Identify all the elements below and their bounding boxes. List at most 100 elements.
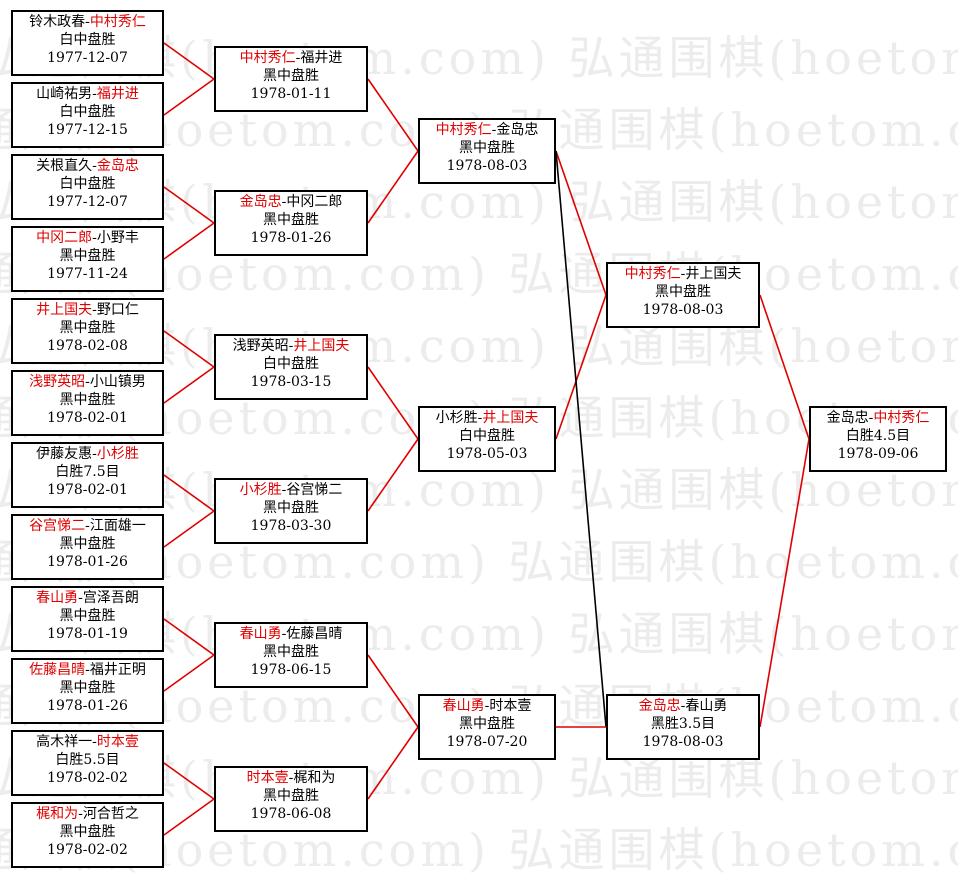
- match-players: 中村秀仁-金岛忠: [435, 122, 539, 138]
- match-result: 白胜7.5目: [55, 464, 120, 480]
- bracket-connector: [163, 762, 215, 800]
- player-name: 宫泽吾朗: [82, 590, 139, 606]
- bracket-connector: [163, 186, 215, 224]
- player-name: 梶和为: [36, 806, 79, 822]
- match-date: 1978-01-26: [47, 698, 128, 714]
- player-name: 佐藤昌晴: [29, 662, 86, 678]
- match-date: 1977-12-07: [47, 50, 128, 66]
- match-result: 黑中盘胜: [263, 788, 319, 804]
- player-name: 时本壹: [96, 734, 139, 750]
- match-date: 1978-07-20: [446, 734, 528, 750]
- match-date: 1978-09-06: [837, 446, 919, 462]
- bracket-connector: [367, 438, 419, 512]
- match-result: 白中盘胜: [59, 176, 116, 192]
- match-players: 梶和为-河合哲之: [36, 806, 139, 822]
- match-players: 伊藤友惠-小杉胜: [36, 446, 139, 462]
- player-name: 时本壹: [489, 698, 532, 714]
- match-date: 1978-03-30: [250, 518, 332, 534]
- player-name: 井上国夫: [685, 266, 742, 282]
- bracket-connector: [163, 474, 215, 512]
- match-result: 黑胜3.5目: [650, 716, 716, 732]
- player-name: 中村秀仁: [239, 50, 296, 66]
- match-date: 1978-05-03: [446, 446, 528, 462]
- bracket-connector: [163, 222, 215, 260]
- player-name: 中村秀仁: [873, 410, 930, 426]
- bracket-connector: [163, 654, 215, 692]
- player-name: 金岛忠: [638, 698, 681, 714]
- match-result: 黑中盘胜: [459, 716, 515, 732]
- match-date: 1978-01-26: [250, 230, 332, 246]
- player-name: 谷宫悌二: [286, 482, 343, 498]
- player-name: 浅野英昭: [232, 338, 289, 354]
- player-name: 时本壹: [246, 770, 289, 786]
- player-name: 小杉胜: [435, 410, 478, 426]
- match-players: 金岛忠-春山勇: [638, 698, 728, 714]
- match-box: 春山勇-时本壹黑中盘胜 1978-07-20: [418, 694, 556, 760]
- match-date: 1978-06-15: [250, 662, 332, 678]
- player-name: 小野丰: [96, 230, 139, 246]
- bracket-connector: [555, 294, 607, 440]
- match-players: 春山勇-宫泽吾朗: [36, 590, 139, 606]
- match-players: 时本壹-梶和为: [246, 770, 336, 786]
- match-players: 金岛忠-中村秀仁: [826, 410, 930, 426]
- match-players: 谷宫悌二-江面雄一: [29, 518, 146, 534]
- player-name: 野口仁: [96, 302, 139, 318]
- player-name: 谷宫悌二: [29, 518, 86, 534]
- match-box: 山崎祐男-福井进白中盘胜 1977-12-15: [11, 82, 164, 148]
- match-result: 黑中盘胜: [655, 284, 711, 300]
- bracket-connector: [367, 366, 419, 440]
- match-date: 1978-02-01: [47, 482, 128, 498]
- bracket-connector: [163, 510, 215, 548]
- player-name: 春山勇: [442, 698, 485, 714]
- bracket-connector: [367, 78, 419, 152]
- match-players: 小杉胜-谷宫悌二: [239, 482, 343, 498]
- player-name: 金岛忠: [239, 194, 282, 210]
- player-name: 江面雄一: [89, 518, 146, 534]
- match-date: 1977-11-24: [47, 266, 128, 282]
- match-players: 山崎祐男-福井进: [36, 86, 139, 102]
- match-players: 春山勇-佐藤昌晴: [239, 626, 343, 642]
- player-name: 井上国夫: [482, 410, 539, 426]
- bracket-connector: [367, 150, 419, 224]
- match-date: 1978-08-03: [642, 302, 724, 318]
- match-result: 黑中盘胜: [59, 608, 116, 624]
- match-date: 1978-03-15: [250, 374, 332, 390]
- player-name: 福井正明: [89, 662, 146, 678]
- player-name: 中冈二郎: [36, 230, 93, 246]
- player-name: 春山勇: [685, 698, 728, 714]
- match-date: 1978-02-01: [47, 410, 128, 426]
- match-players: 中村秀仁-井上国夫: [624, 266, 742, 282]
- match-date: 1978-02-08: [47, 338, 128, 354]
- player-name: 关根直久: [36, 158, 93, 174]
- player-name: 春山勇: [239, 626, 282, 642]
- player-name: 中冈二郎: [286, 194, 343, 210]
- bracket-connector: [163, 78, 215, 116]
- match-box: 时本壹-梶和为黑中盘胜 1978-06-08: [214, 766, 368, 832]
- bracket-connector: [555, 150, 607, 296]
- match-date: 1977-12-15: [47, 122, 128, 138]
- player-name: 福井进: [96, 86, 139, 102]
- match-date: 1978-02-02: [47, 842, 128, 858]
- match-players: 春山勇-时本壹: [442, 698, 532, 714]
- match-result: 白中盘胜: [263, 356, 319, 372]
- bracket-connector: [367, 726, 419, 800]
- match-players: 中冈二郎-小野丰: [36, 230, 139, 246]
- match-result: 白中盘胜: [59, 104, 116, 120]
- match-result: 黑中盘胜: [263, 68, 319, 84]
- player-name: 山崎祐男: [36, 86, 93, 102]
- bracket-connector: [163, 618, 215, 656]
- player-name: 中村秀仁: [624, 266, 681, 282]
- player-name: 福井进: [300, 50, 343, 66]
- match-date: 1978-06-08: [250, 806, 332, 822]
